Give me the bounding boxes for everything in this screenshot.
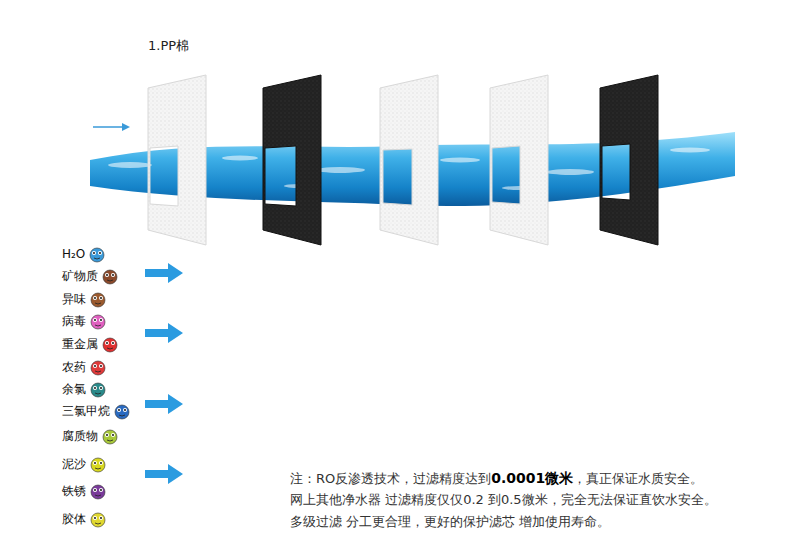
contaminant-label: 铁锈 [62, 484, 86, 498]
carbon-panel [263, 75, 321, 245]
contaminant-icon [101, 335, 119, 353]
contaminant-label: 胶体 [62, 512, 86, 526]
note-emphasis: 0.0001微米 [491, 470, 573, 486]
filter-panel [380, 75, 438, 245]
panel-heading: 1.PP棉 [148, 38, 189, 54]
contaminant-icon [89, 312, 107, 330]
contaminant-label: 异味 [62, 292, 86, 306]
contaminant-label: 农药 [62, 360, 86, 374]
contaminant-icon [89, 510, 107, 528]
contaminant-icon [89, 358, 107, 376]
contaminant-icon [89, 290, 107, 308]
contaminant-icon [89, 482, 107, 500]
note-text: ，真正保证水质安全。 [573, 471, 703, 486]
contaminant-label: 矿物质 [62, 269, 98, 283]
contaminant-label: H₂O [62, 247, 85, 261]
note-line: 注：RO反渗透技术，过滤精度达到0.0001微米，真正保证水质安全。 [290, 470, 703, 487]
filter-panel-node: 1.PP棉 [148, 38, 208, 248]
note-text: 网上其他净水器 过滤精度仅仅0.2 到0.5微米，完全无法保证直饮水安全。 [290, 492, 717, 508]
carbon-panel [600, 75, 658, 245]
note-text: 注：RO反渗透技术，过滤精度达到 [290, 471, 491, 486]
blue-arrows [145, 263, 183, 484]
filter-panel [490, 75, 548, 245]
contaminant-icon [89, 455, 107, 473]
contaminant-icon [113, 402, 131, 420]
contaminant-icon [88, 245, 106, 263]
note-text: 多级过滤 分工更合理，更好的保护滤芯 增加使用寿命。 [290, 514, 610, 530]
contaminant-label: 重金属 [62, 337, 98, 351]
pp-cotton-panel [148, 75, 206, 245]
inflow-arrow [93, 123, 130, 131]
contaminant-label: 余氯 [62, 382, 86, 396]
contaminant-label: 泥沙 [62, 457, 86, 471]
contaminant-label: 腐质物 [62, 429, 98, 443]
contaminant-label: 三氯甲烷 [62, 404, 110, 418]
contaminant-label: 病毒 [62, 314, 86, 328]
contaminant-icon [89, 380, 107, 398]
contaminant-icon [101, 267, 119, 285]
contaminant-icon [101, 427, 119, 445]
